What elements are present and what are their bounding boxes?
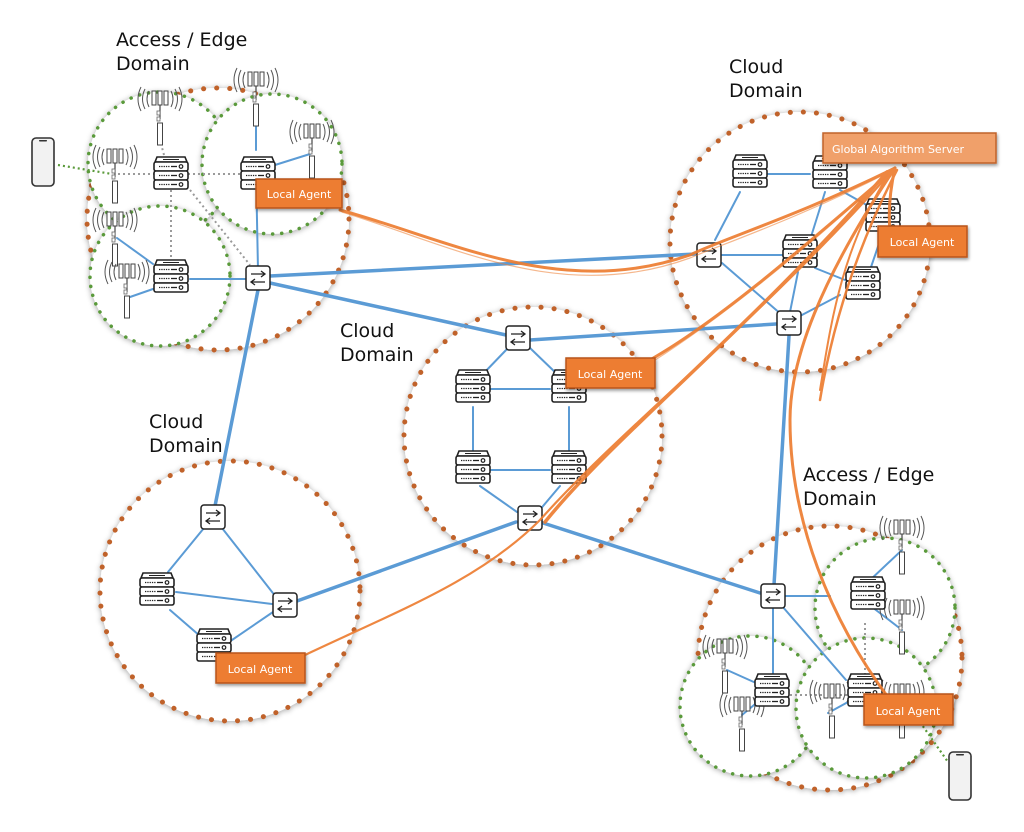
server-rack-icon[interactable] — [455, 450, 491, 484]
local-agent-label: Local Agent — [267, 188, 332, 201]
local-agents: Local Agent Local Agent Local Agent Loca… — [215, 178, 968, 726]
local-agent-center[interactable]: Local Agent — [565, 357, 656, 389]
domain-label-cloud-bottom-left-line2: Domain — [149, 435, 223, 457]
server-rack-icon[interactable] — [455, 369, 491, 403]
server-rack-icon[interactable] — [153, 156, 189, 190]
control-link-center — [648, 168, 895, 362]
local-agent-label: Local Agent — [578, 368, 643, 381]
local-agent-bottom-right[interactable]: Local Agent — [863, 693, 954, 726]
domain-label-cloud-top-right-line2: Domain — [729, 80, 803, 102]
domain-label-cloud-top-right-line1: Cloud — [729, 56, 783, 78]
local-agent-top-right[interactable]: Local Agent — [877, 225, 968, 258]
domain-label-access-edge-bottom-right-line2: Domain — [803, 488, 877, 510]
network-switch-icon[interactable] — [272, 592, 298, 618]
domain-label-access-edge-top-left-line1: Access / Edge — [116, 29, 247, 51]
smartphone-icon[interactable] — [948, 751, 972, 801]
server-rack-icon[interactable] — [845, 266, 881, 300]
network-switch-icon[interactable] — [776, 310, 802, 336]
smartphone-icon[interactable] — [31, 137, 55, 187]
server-rack-icon[interactable] — [754, 673, 790, 707]
local-agent-label: Local Agent — [228, 663, 293, 676]
network-switch-icon[interactable] — [505, 325, 531, 351]
server-rack-icon[interactable] — [153, 259, 189, 293]
network-switch-icon[interactable] — [760, 583, 786, 609]
control-link-bottom-right — [788, 166, 897, 702]
local-agent-label: Local Agent — [876, 705, 941, 718]
control-links — [303, 166, 899, 702]
server-rack-icon[interactable] — [850, 576, 886, 610]
network-switch-icon[interactable] — [200, 504, 226, 530]
control-link-top-left — [338, 166, 897, 273]
global-algorithm-server-label: Global Algorithm Server — [832, 143, 965, 156]
domain-labels: Access / Edge Domain Cloud Domain Cloud … — [116, 29, 934, 510]
local-agent-label: Local Agent — [890, 236, 955, 249]
blue-links — [116, 119, 903, 716]
domain-label-cloud-bottom-left-line1: Cloud — [149, 411, 203, 433]
domain-label-cloud-center-line2: Domain — [340, 344, 414, 366]
domain-label-access-edge-bottom-right-line1: Access / Edge — [803, 464, 934, 486]
local-agent-top-left[interactable]: Local Agent — [255, 178, 343, 209]
domain-label-access-edge-top-left-line2: Domain — [116, 53, 190, 75]
global-algorithm-server[interactable]: Global Algorithm Server — [822, 132, 997, 164]
phone-links — [57, 163, 949, 763]
network-switch-icon[interactable] — [517, 505, 543, 531]
network-switch-icon[interactable] — [245, 265, 271, 291]
domain-label-cloud-center-line1: Cloud — [340, 320, 394, 342]
local-agent-bottom-left[interactable]: Local Agent — [215, 652, 306, 684]
server-rack-icon[interactable] — [732, 154, 768, 188]
server-rack-icon[interactable] — [139, 572, 175, 606]
